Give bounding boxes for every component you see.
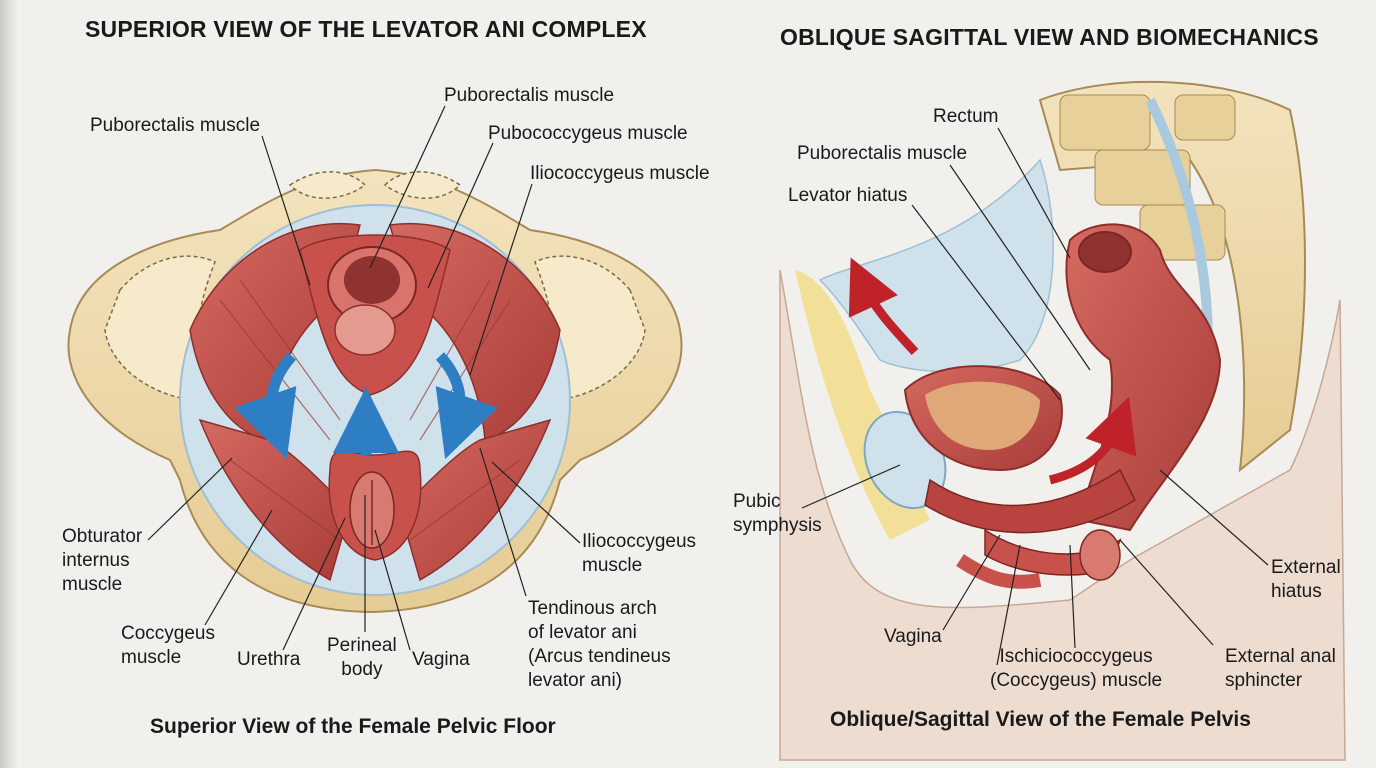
label-puborectalis-left: Puborectalis muscle [90, 115, 261, 136]
left-panel-heading: SUPERIOR VIEW OF THE LEVATOR ANI COMPLEX [85, 16, 647, 42]
bladder [903, 365, 1063, 472]
left-panel-caption: Superior View of the Female Pelvic Floor [150, 715, 556, 738]
left-leader-lines [147, 105, 581, 651]
label-perineal-body: Perineal body [327, 635, 397, 680]
label-rectum: Rectum [933, 106, 999, 127]
label-vagina-left: Vagina [412, 649, 470, 670]
red-lift-arrows [848, 257, 1137, 485]
right-panel-caption: Oblique/Sagittal View of the Female Pelv… [830, 708, 1251, 731]
label-iliococcygeus-top: Iliococcygeus muscle [530, 163, 710, 184]
label-iliococcygeus-right: Iliococcygeus muscle [582, 531, 697, 576]
sacrum-spine [1038, 80, 1306, 473]
puborectalis-sling [924, 468, 1136, 589]
label-external-anal-sphincter: External anal sphincter [1225, 646, 1336, 691]
label-vagina-right: Vagina [884, 626, 942, 647]
label-pubic-symphysis: Pubic symphysis [733, 491, 822, 536]
label-obturator-internus: Obturator internus muscle [62, 526, 143, 595]
vagina-opening [349, 471, 395, 549]
label-levator-hiatus: Levator hiatus [788, 185, 908, 206]
label-tendinous-arch: Tendinous arch of levator ani (Arcus ten… [528, 598, 671, 691]
label-puborectalis-top: Puborectalis muscle [444, 85, 615, 106]
contraction-arrows-blue [233, 352, 499, 460]
label-pubococcygeus: Pubococcygeus muscle [488, 123, 688, 144]
label-coccygeus: Coccygeus muscle [121, 623, 215, 668]
right-panel-heading: OBLIQUE SAGITTAL VIEW AND BIOMECHANICS [780, 24, 1319, 50]
rectum-opening [327, 246, 417, 356]
rectum-and-colon [1065, 223, 1222, 532]
label-puborectalis-right: Puborectalis muscle [797, 143, 968, 164]
label-ischiococcygeus: Ischiciococcygeus (Coccygeus) muscle [990, 646, 1163, 691]
label-urethra: Urethra [237, 649, 301, 670]
right-leader-lines [801, 127, 1269, 666]
peritoneal-space [818, 158, 1054, 373]
label-external-hiatus: External hiatus [1271, 557, 1341, 602]
book-page-edge [0, 0, 18, 768]
